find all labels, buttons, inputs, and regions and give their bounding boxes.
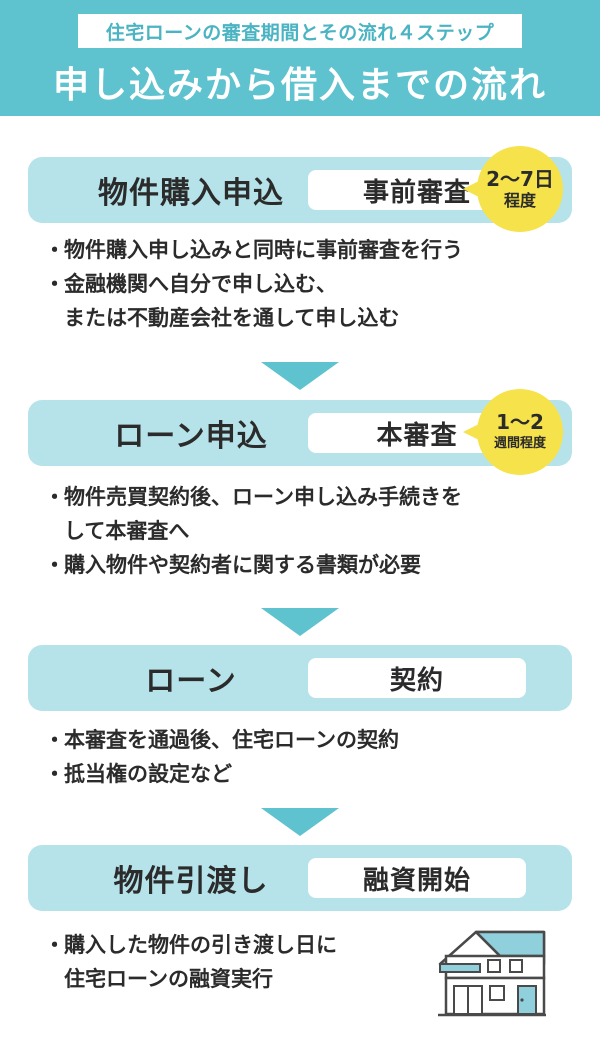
flow-arrow-3 [261, 808, 339, 836]
page-title: 申し込みから借入までの流れ [52, 65, 547, 106]
list-item: ・ 金融機関へ自分で申し込む、または不動産会社を通して申し込む [44, 272, 400, 330]
step-3-name: ローン [145, 664, 237, 699]
list-item: ・ 物件売買契約後、ローン申し込み手続きをして本審査へ [44, 485, 462, 543]
step-1-bullets: ・ 物件購入申し込みと同時に事前審査を行う ・ 金融機関へ自分で申し込む、または… [44, 233, 574, 335]
step-bar-4: 物件引渡し 融資開始 [28, 845, 572, 911]
step-4-bullets: ・ 購入した物件の引き渡し日に住宅ローンの融資実行 [44, 928, 424, 996]
step-1-duration: 2～7日 [486, 167, 554, 191]
step-3-bullets: ・ 本審査を通過後、住宅ローンの契約 ・ 抵当権の設定など [44, 723, 574, 791]
step-1-duration-badge: 2～7日 程度 [463, 146, 563, 232]
list-item: ・ 購入物件や契約者に関する書類が必要 [44, 553, 421, 577]
step-1-duration-suffix: 程度 [503, 191, 536, 210]
step-2-duration-badge: 1～2 週間程度 [463, 389, 563, 475]
step-3-stage: 契約 [308, 658, 526, 698]
header-banner: 住宅ローンの審査期間とその流れ４ステップ 申し込みから借入までの流れ [0, 0, 600, 116]
list-item: ・ 本審査を通過後、住宅ローンの契約 [44, 728, 399, 752]
step-bar-3: ローン 契約 [28, 645, 572, 711]
house-icon [438, 930, 546, 1017]
flow-arrow-1 [261, 362, 339, 390]
step-2-duration-suffix: 週間程度 [493, 436, 546, 451]
list-item: ・ 購入した物件の引き渡し日に住宅ローンの融資実行 [44, 933, 337, 991]
flow-arrow-2 [261, 608, 339, 636]
step-2-name: ローン申込 [114, 419, 268, 454]
header-subtitle: 住宅ローンの審査期間とその流れ４ステップ [78, 14, 522, 48]
step-2-duration: 1～2 [496, 410, 544, 434]
list-item: ・ 抵当権の設定など [44, 762, 232, 786]
list-item: ・ 物件購入申し込みと同時に事前審査を行う [44, 238, 463, 262]
step-4-stage: 融資開始 [308, 858, 526, 898]
step-1-name: 物件購入申込 [98, 176, 284, 211]
step-4-name: 物件引渡し [113, 864, 269, 899]
step-bar-2: ローン申込 本審査 [28, 400, 572, 466]
step-2-bullets: ・ 物件売買契約後、ローン申し込み手続きをして本審査へ ・ 購入物件や契約者に関… [44, 480, 574, 582]
